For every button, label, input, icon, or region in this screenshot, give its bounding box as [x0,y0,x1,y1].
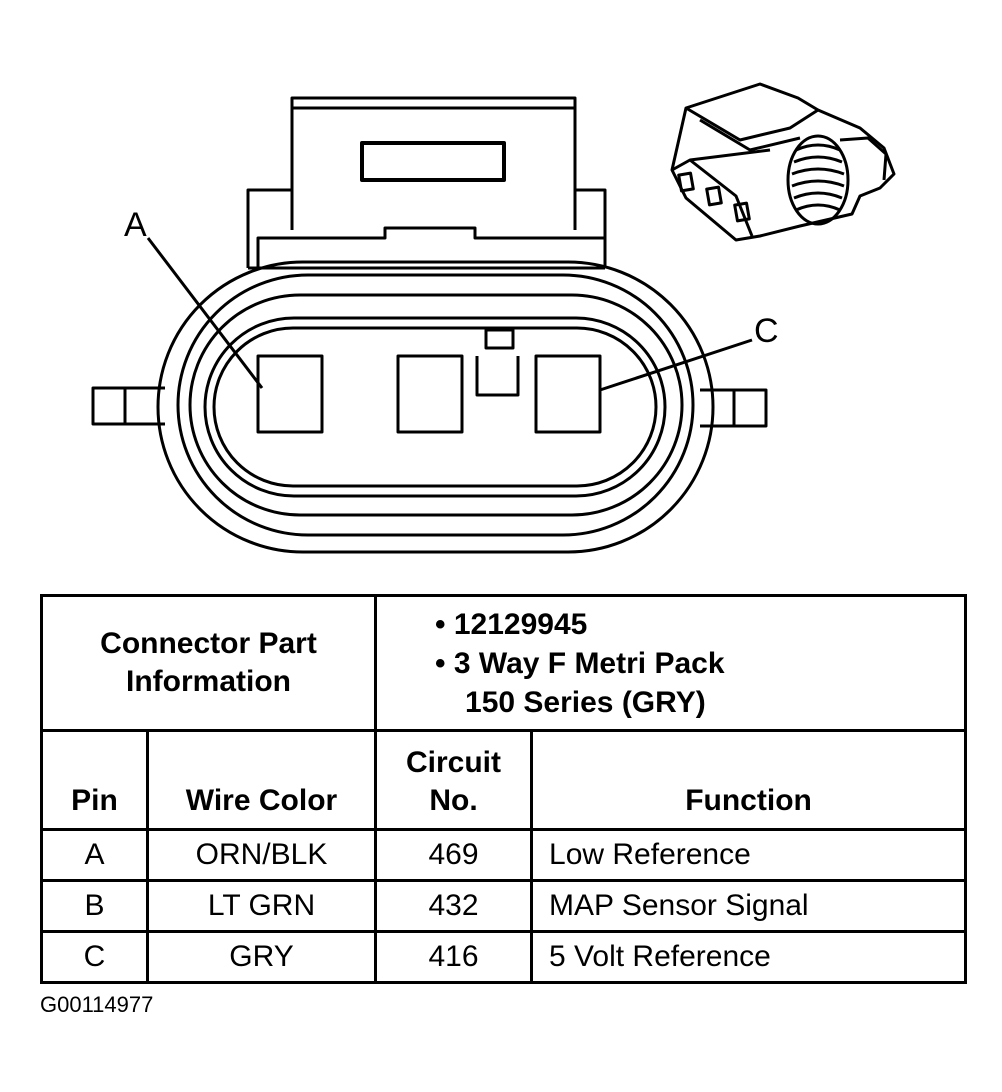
connector-3d-illustration [670,82,896,242]
cell-function: MAP Sensor Signal [530,879,968,933]
header-row: Pin Wire Color Circuit No. Function [40,729,968,831]
cell-function: 5 Volt Reference [530,930,968,984]
cell-wire-color: ORN/BLK [145,828,378,882]
callout-c: C [754,312,779,350]
terminal-c [534,354,602,434]
terminal-a [256,354,324,434]
header-function: Function [530,729,968,831]
part-info-label: Connector Part Information [39,594,378,732]
part-info-label-line1: Connector Part [100,627,317,660]
bullet-dot: • [435,646,454,680]
header-pin: Pin [40,729,149,831]
cell-circuit: 469 [374,828,534,882]
table-row: A ORN/BLK 469 Low Reference [40,828,968,882]
part-info-row: Connector Part Information • 12129945 • … [39,594,968,732]
connector-series: 150 Series (GRY) [465,685,706,719]
header-circuit-no: Circuit No. [374,729,534,831]
header-circuit-line2: No. [429,784,478,817]
cell-circuit: 416 [374,930,534,984]
connector-type: 3 Way F Metri Pack [453,646,725,680]
leader-line-a [146,237,264,389]
cell-wire-color: LT GRN [145,879,378,933]
bullet-dot: • [435,607,454,641]
cell-circuit: 432 [374,879,534,933]
connector-diagram: A C [91,82,896,554]
cell-wire-color: GRY [145,930,378,984]
table-row: B LT GRN 432 MAP Sensor Signal [40,879,968,933]
header-wire-color: Wire Color [145,729,378,831]
cell-pin: A [40,828,149,882]
connector-info-table: Connector Part Information • 12129945 • … [39,594,968,984]
cell-pin: C [40,930,149,984]
side-tabs [91,386,768,428]
header-circuit-line1: Circuit [406,746,502,779]
connector-housing [156,260,715,554]
cell-pin: B [40,879,149,933]
terminal-b [396,354,464,434]
figure-id: G00114977 [40,992,154,1017]
connector-latch [246,96,607,270]
leader-line-c [599,338,753,392]
part-info-label-line2: Information [126,665,291,698]
table-row: C GRY 416 5 Volt Reference [40,930,968,984]
cell-function: Low Reference [530,828,968,882]
part-info-values: • 12129945 • 3 Way F Metri Pack 150 Seri… [374,594,968,732]
terminal-cavities [256,328,602,434]
part-number: 12129945 [453,607,588,641]
callout-a: A [124,206,147,244]
